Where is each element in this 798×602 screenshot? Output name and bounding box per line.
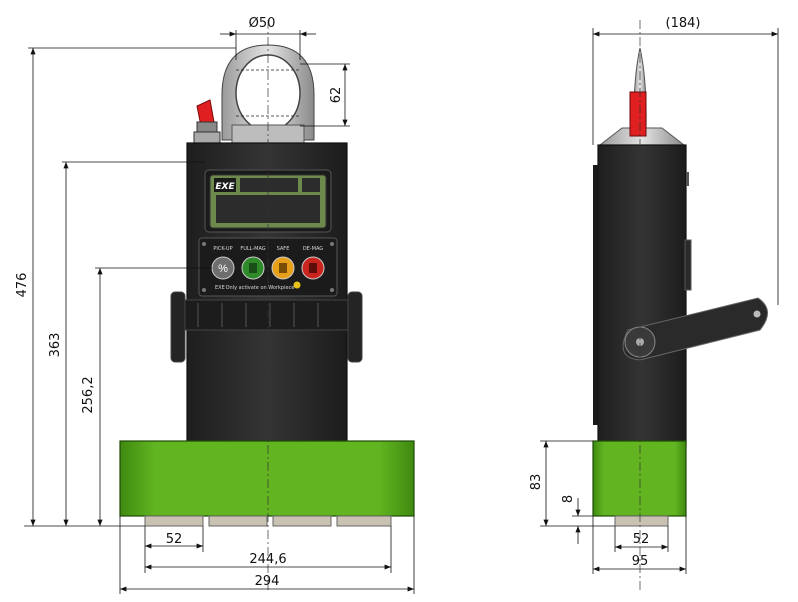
brand-logo: EXE: [215, 182, 235, 192]
side-crank-arm: [622, 297, 768, 361]
pole-shoes: [144, 515, 392, 527]
dim-eye-height: 62: [329, 87, 344, 104]
dimension-lines: Ø50 62 476 363 256,2 52 244,6 294: [15, 16, 779, 594]
status-led: [293, 281, 301, 289]
percent-icon: %: [218, 263, 228, 275]
front-view: EXE PICK-UP FULL-MAG SAFE DE-MAG % Only act…: [119, 20, 415, 590]
dim-side-overall: (184): [666, 16, 701, 31]
safe-icon: [279, 263, 287, 273]
panel-footer-text: Only activate on Workpiece: [226, 285, 295, 291]
magnet-icon: [249, 263, 257, 273]
dim-body-height: 363: [48, 333, 63, 358]
dim-base-width: 294: [255, 574, 280, 589]
side-base: [592, 440, 687, 517]
dim-overall-height: 476: [15, 273, 30, 298]
dim-eye-diameter: Ø50: [249, 16, 276, 31]
lever-side: [629, 91, 647, 137]
button-label-3: DE-MAG: [303, 246, 323, 252]
dim-side-pole-height: 8: [561, 495, 576, 503]
panel-brand-small: EXE: [215, 285, 225, 291]
magnet-base: [119, 440, 415, 517]
handle-bar: [170, 291, 363, 363]
button-label-0: PICK-UP: [213, 246, 232, 252]
dim-pole-span: 244,6: [249, 552, 286, 567]
dim-side-pole-width: 52: [633, 532, 650, 547]
activation-lever: [193, 99, 221, 145]
dim-pole-width: 52: [166, 532, 183, 547]
control-panel: EXE PICK-UP FULL-MAG SAFE DE-MAG % Only act…: [198, 169, 338, 297]
dim-side-base-height: 83: [529, 474, 544, 491]
dim-panel-height: 256,2: [81, 376, 96, 413]
dim-side-base-depth: 95: [632, 554, 649, 569]
button-label-2: SAFE: [277, 246, 290, 252]
side-body: [597, 144, 687, 446]
button-label-1: FULL-MAG: [240, 246, 265, 252]
demag-icon: [309, 263, 317, 273]
side-view: [592, 20, 768, 590]
